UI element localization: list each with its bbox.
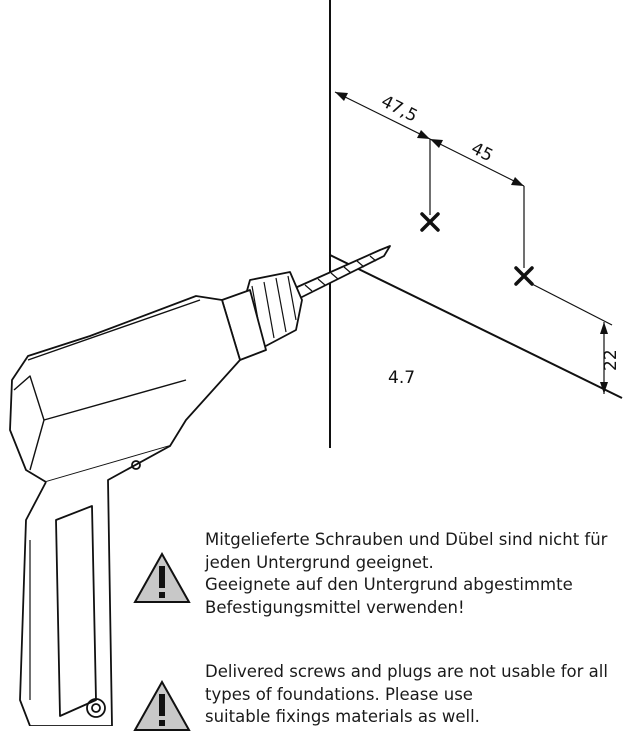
- arrowhead-45-right: [511, 177, 524, 186]
- arrowhead-left: [335, 92, 348, 101]
- warning-icon: [133, 552, 191, 603]
- note-line: Befestigungsmittel verwenden!: [205, 597, 465, 617]
- note-line: suitable fixings materials as well.: [205, 707, 480, 726]
- arrowhead-47-right: [417, 130, 430, 139]
- dimension-label-47-5: 47,5: [378, 92, 421, 127]
- power-drill-icon: [9, 245, 391, 726]
- dimension-label-45: 45: [468, 139, 496, 167]
- wall-base-line: [329, 254, 623, 399]
- dimension-line-45: [429, 138, 525, 187]
- note-line: types of foundations. Please use: [205, 684, 473, 704]
- cross-mark-icon: [514, 266, 534, 286]
- dimension-line-47-5: [334, 91, 431, 140]
- note-english: Delivered screws and plugs are not usabl…: [205, 661, 620, 729]
- arrowhead-45-left: [430, 139, 443, 148]
- cross-mark-icon: [420, 212, 440, 232]
- note-line: Geeignete auf den Untergrund abgestimmte: [205, 575, 573, 594]
- dimension-label-22: 22: [601, 349, 621, 371]
- note-line: Mitgelieferte Schrauben und Dübel sind n…: [205, 530, 608, 549]
- extension-line-3: [531, 283, 613, 326]
- arrowhead-22-top: [600, 322, 608, 334]
- arrowhead-22-bottom: [600, 382, 608, 394]
- note-line: Delivered screws and plugs are not usabl…: [205, 662, 608, 681]
- warning-icon: [133, 680, 191, 731]
- note-line: jeden Untergrund geeignet.: [205, 552, 434, 572]
- drill-size-label: 4.7: [388, 368, 415, 388]
- note-german: Mitgelieferte Schrauben und Dübel sind n…: [205, 529, 620, 619]
